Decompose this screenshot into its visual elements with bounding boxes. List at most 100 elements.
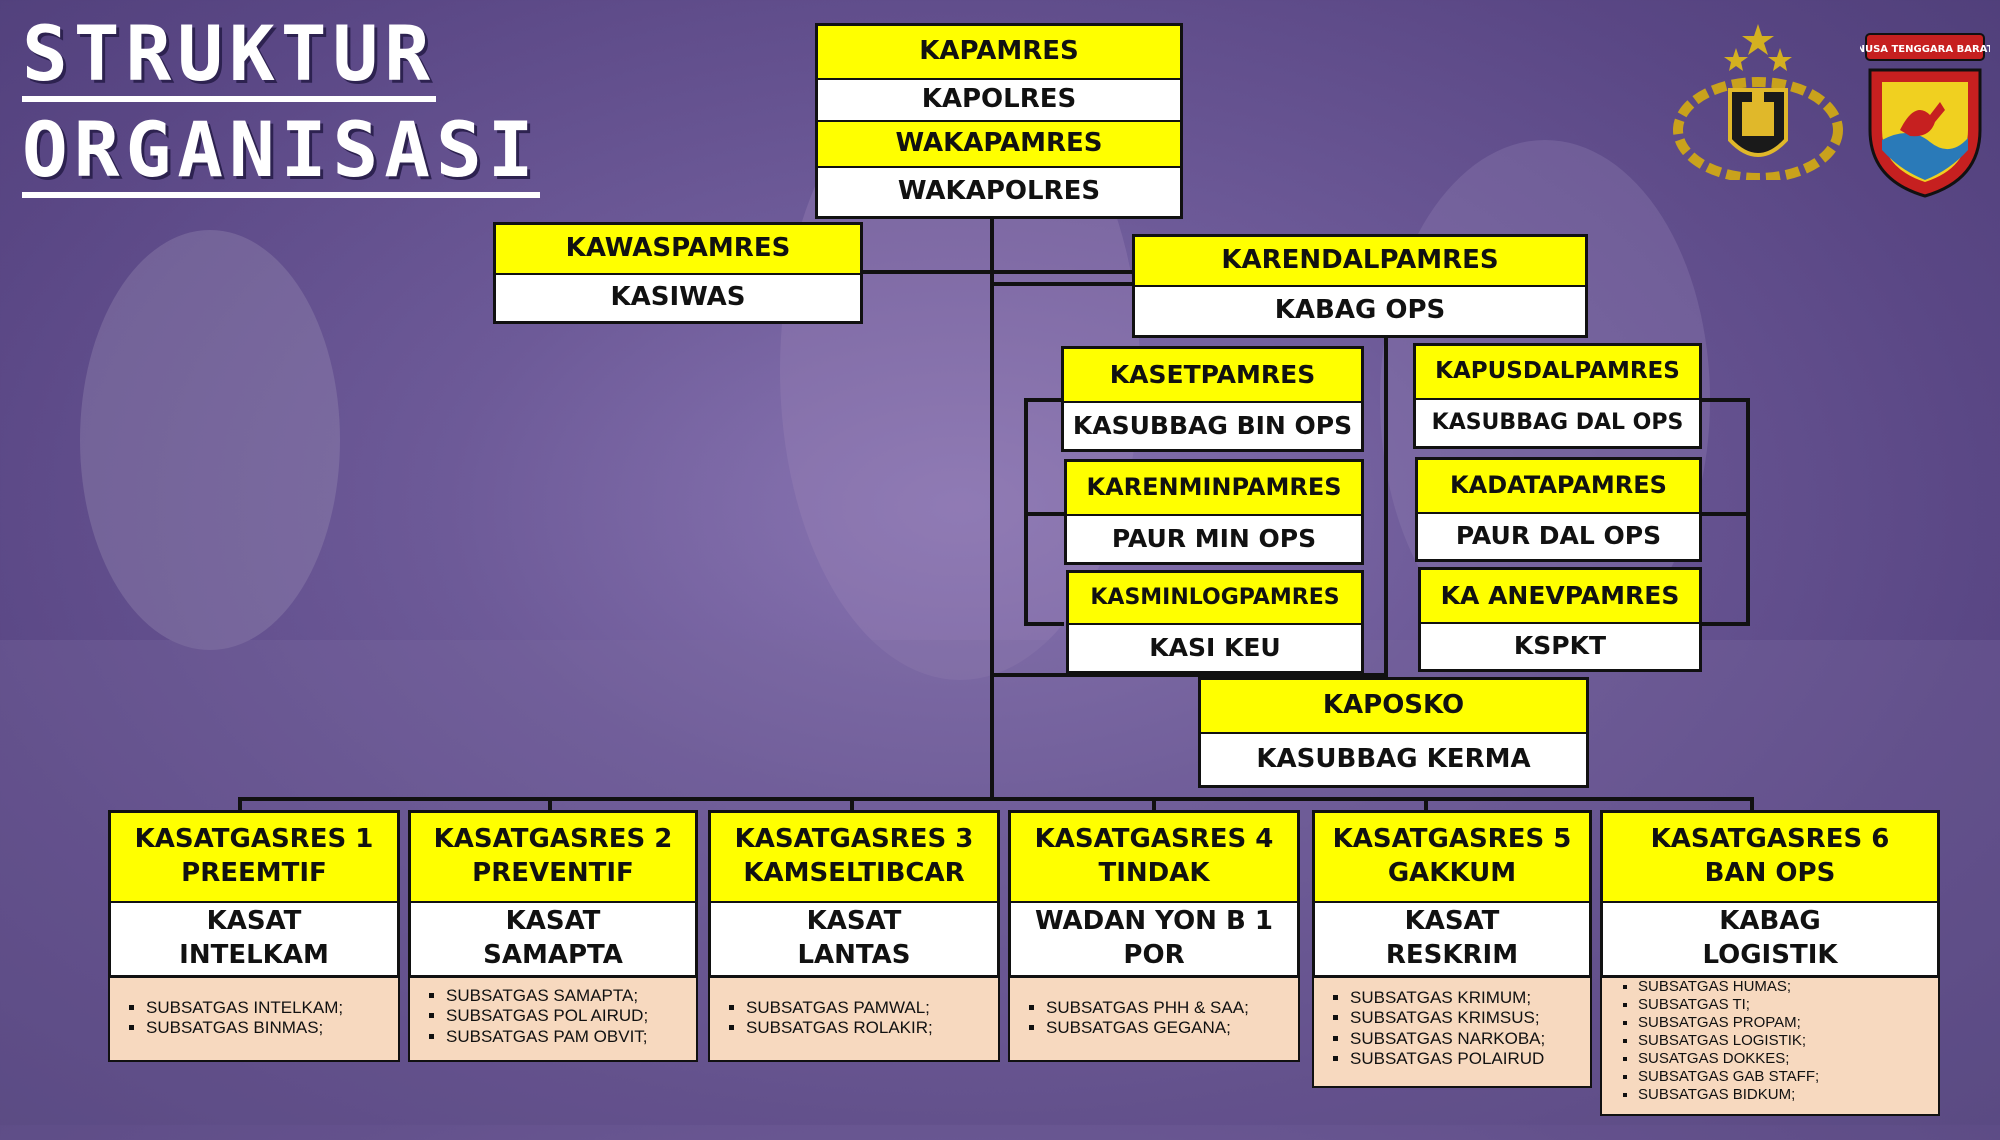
kasatgasres-4-body: WADAN YON B 1 POR <box>1011 901 1297 975</box>
connector-line <box>1700 622 1750 626</box>
subsatgas-item: SUBSATGAS SAMAPTA; <box>446 986 696 1006</box>
connector-line <box>850 797 854 813</box>
kasatgasres-6-box: KASATGASRES 6 BAN OPS KABAG LOGISTIK <box>1600 810 1940 978</box>
wakapolres-label: WAKAPOLRES <box>818 166 1180 216</box>
karendalpamres-header: KARENDALPAMRES <box>1135 237 1585 285</box>
kasatgasres-4-box: KASATGASRES 4 TINDAK WADAN YON B 1 POR <box>1008 810 1300 978</box>
kapusdalpamres-body: KASUBBAG DAL OPS <box>1416 398 1699 446</box>
subsatgas-item: SUBSATGAS NARKOBA; <box>1350 1029 1590 1049</box>
connector-line <box>238 797 242 813</box>
kasminlogpamres-header: KASMINLOGPAMRES <box>1069 573 1361 623</box>
connector-line <box>992 282 1134 286</box>
karendalpamres-box: KARENDALPAMRES KABAG OPS <box>1132 234 1588 338</box>
kasatgasres-3-box: KASATGASRES 3 KAMSELTIBCAR KASAT LANTAS <box>708 810 1000 978</box>
subsatgas-item: SUBSATGAS KRIMSUS; <box>1350 1008 1590 1028</box>
ka-anevpamres-box: KA ANEVPAMRES KSPKT <box>1418 567 1702 672</box>
kasatgasres-5-body: KASAT RESKRIM <box>1315 901 1589 975</box>
kapusdalpamres-box: KAPUSDALPAMRES KASUBBAG DAL OPS <box>1413 343 1702 449</box>
subsatgas-item: SUBSATGAS GAB STAFF; <box>1638 1068 1938 1086</box>
ka-anevpamres-body: KSPKT <box>1421 622 1699 669</box>
kasatgasres-1-header: KASATGASRES 1 PREEMTIF <box>111 813 397 901</box>
subsatgas-item: SUBSATGAS PAMWAL; <box>746 998 998 1018</box>
karenminpamres-header: KARENMINPAMRES <box>1067 462 1361 514</box>
kaposko-body: KASUBBAG KERMA <box>1201 732 1586 785</box>
subsatgas-item: SUBSATGAS PAM OBVIT; <box>446 1027 696 1047</box>
top-command-box: KAPAMRES KAPOLRES WAKAPAMRES WAKAPOLRES <box>815 23 1183 219</box>
kawaspamres-body: KASIWAS <box>496 273 860 321</box>
kasatgasres-1-box: KASATGASRES 1 PREEMTIF KASAT INTELKAM <box>108 810 400 978</box>
connector-line <box>992 673 1386 677</box>
kasatgasres-5-header: KASATGASRES 5 GAKKUM <box>1315 813 1589 901</box>
subsatgas-item: SUBSATGAS POLAIRUD <box>1350 1049 1590 1069</box>
kasatgasres-3-body: KASAT LANTAS <box>711 901 997 975</box>
subsatgas-item: SUBSATGAS HUMAS; <box>1638 978 1938 996</box>
connector-line <box>548 797 552 813</box>
police-emblem-logo <box>1673 24 1843 180</box>
kasatgasres-2-subsatgas-list: SUBSATGAS SAMAPTA; SUBSATGAS POL AIRUD; … <box>408 976 698 1062</box>
kawaspamres-box: KAWASPAMRES KASIWAS <box>493 222 863 324</box>
karendalpamres-body: KABAG OPS <box>1135 285 1585 335</box>
connector-line <box>1024 622 1064 626</box>
subsatgas-item: SUBSATGAS BIDKUM; <box>1638 1086 1938 1104</box>
connector-line <box>860 270 1132 274</box>
kasetpamres-box: KASETPAMRES KASUBBAG BIN OPS <box>1061 346 1364 452</box>
kapamres-label: KAPAMRES <box>818 26 1180 78</box>
kasatgasres-6-body: KABAG LOGISTIK <box>1603 901 1937 975</box>
kadatapamres-box: KADATAPAMRES PAUR DAL OPS <box>1415 457 1702 562</box>
kasatgasres-5-box: KASATGASRES 5 GAKKUM KASAT RESKRIM <box>1312 810 1592 978</box>
karenminpamres-body: PAUR MIN OPS <box>1067 514 1361 562</box>
ntb-police-badge-logo: NUSA TENGGARA BARAT <box>1860 33 1990 198</box>
kasetpamres-body: KASUBBAG BIN OPS <box>1064 401 1361 449</box>
subsatgas-item: SUBSATGAS PROPAM; <box>1638 1014 1938 1032</box>
kasatgasres-4-subsatgas-list: SUBSATGAS PHH & SAA; SUBSATGAS GEGANA; <box>1008 976 1300 1062</box>
kadatapamres-body: PAUR DAL OPS <box>1418 512 1699 559</box>
kawaspamres-header: KAWASPAMRES <box>496 225 860 273</box>
kaposko-box: KAPOSKO KASUBBAG KERMA <box>1198 677 1589 788</box>
subsatgas-item: SUBSATGAS INTELKAM; <box>146 998 398 1018</box>
kasatgasres-6-subsatgas-list: SUBSATGAS HUMAS; SUBSATGAS TI; SUBSATGAS… <box>1600 976 1940 1116</box>
kapolres-label: KAPOLRES <box>818 78 1180 120</box>
kasatgasres-5-subsatgas-list: SUBSATGAS KRIMUM; SUBSATGAS KRIMSUS; SUB… <box>1312 976 1592 1088</box>
kasatgasres-1-subsatgas-list: SUBSATGAS INTELKAM; SUBSATGAS BINMAS; <box>108 976 400 1062</box>
badge-text: NUSA TENGGARA BARAT <box>1860 44 1990 55</box>
connector-line <box>1024 398 1064 402</box>
kasminlogpamres-box: KASMINLOGPAMRES KASI KEU <box>1066 570 1364 674</box>
connector-line <box>1750 797 1754 813</box>
subsatgas-item: SUBSATGAS ROLAKIR; <box>746 1018 998 1038</box>
subsatgas-item: SUBSATGAS LOGISTIK; <box>1638 1032 1938 1050</box>
connector-line <box>1024 512 1064 516</box>
kasatgasres-2-header: KASATGASRES 2 PREVENTIF <box>411 813 695 901</box>
connector-line <box>1424 797 1428 813</box>
kasatgasres-3-header: KASATGASRES 3 KAMSELTIBCAR <box>711 813 997 901</box>
kasatgasres-6-header: KASATGASRES 6 BAN OPS <box>1603 813 1937 901</box>
connector-line <box>1700 398 1750 402</box>
subsatgas-item: SUBSATGAS POL AIRUD; <box>446 1006 696 1026</box>
connector-line <box>990 218 994 800</box>
kasatgasres-2-body: KASAT SAMAPTA <box>411 901 695 975</box>
subsatgas-item: SUSATGAS DOKKES; <box>1638 1050 1938 1068</box>
connector-line <box>1746 398 1750 624</box>
kasetpamres-header: KASETPAMRES <box>1064 349 1361 401</box>
connector-line <box>1384 320 1388 680</box>
kapusdalpamres-header: KAPUSDALPAMRES <box>1416 346 1699 398</box>
title-line-2: ORGANISASI <box>22 112 540 198</box>
background-blob <box>80 230 340 650</box>
title-line-1: STRUKTUR <box>22 16 437 102</box>
subsatgas-item: SUBSATGAS KRIMUM; <box>1350 988 1590 1008</box>
connector-line <box>1024 398 1028 624</box>
kasatgasres-3-subsatgas-list: SUBSATGAS PAMWAL; SUBSATGAS ROLAKIR; <box>708 976 1000 1062</box>
subsatgas-item: SUBSATGAS TI; <box>1638 996 1938 1014</box>
subsatgas-item: SUBSATGAS GEGANA; <box>1046 1018 1298 1038</box>
kasatgasres-2-box: KASATGASRES 2 PREVENTIF KASAT SAMAPTA <box>408 810 698 978</box>
kasatgasres-1-body: KASAT INTELKAM <box>111 901 397 975</box>
kaposko-header: KAPOSKO <box>1201 680 1586 732</box>
subsatgas-item: SUBSATGAS BINMAS; <box>146 1018 398 1038</box>
karenminpamres-box: KARENMINPAMRES PAUR MIN OPS <box>1064 459 1364 565</box>
subsatgas-item: SUBSATGAS PHH & SAA; <box>1046 998 1298 1018</box>
connector-line <box>1152 797 1156 813</box>
connector-line <box>238 797 1754 801</box>
connector-line <box>1700 512 1750 516</box>
kasminlogpamres-body: KASI KEU <box>1069 623 1361 671</box>
kadatapamres-header: KADATAPAMRES <box>1418 460 1699 512</box>
kasatgasres-4-header: KASATGASRES 4 TINDAK <box>1011 813 1297 901</box>
